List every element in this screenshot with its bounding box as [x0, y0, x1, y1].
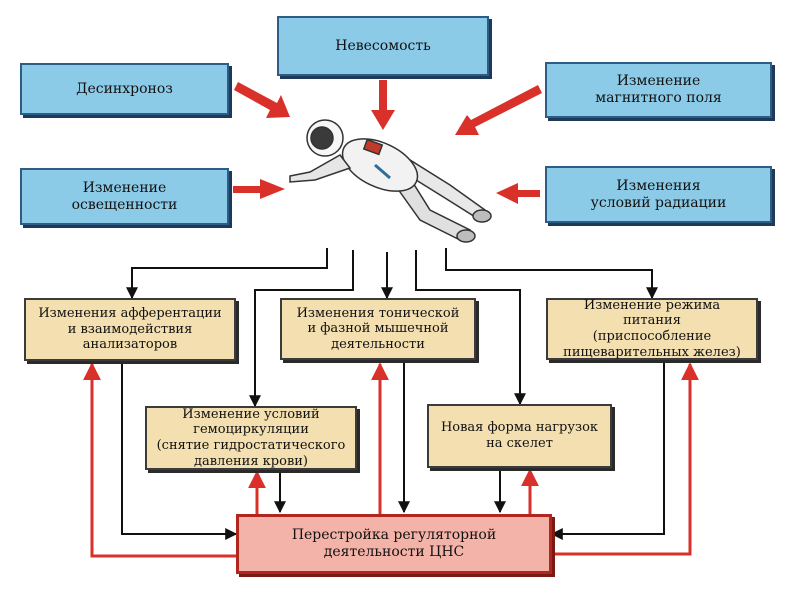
feedback-lines — [83, 362, 699, 558]
factor-magnetic-field: Изменение магнитного поля — [545, 62, 772, 118]
effect-nutrition: Изменение режима питания (приспособление… — [546, 298, 758, 360]
effect-skeletal-load: Новая форма нагрузок на скелет — [427, 404, 612, 468]
cns-restructuring-box: Перестройка регуляторной деятельности ЦН… — [236, 514, 552, 574]
effect-to-cns-lines — [121, 360, 665, 540]
factor-arrows — [233, 80, 542, 204]
factor-weightlessness: Невесомость — [277, 16, 489, 76]
factor-radiation: Изменения условий радиации — [545, 166, 772, 223]
arrow-radiation — [496, 183, 540, 204]
arrow-desynchronosis — [234, 82, 290, 118]
arrow-weightlessness — [371, 80, 395, 130]
arrow-illumination — [233, 179, 285, 199]
distribution-lines — [126, 248, 658, 408]
factor-desynchronosis: Десинхроноз — [20, 63, 229, 115]
factor-illumination: Изменение освещенности — [20, 168, 229, 225]
effect-muscle-activity: Изменения тонической и фазной мышечной д… — [280, 298, 476, 360]
effect-afferentation: Изменения афферентации и взаимодействия … — [24, 298, 236, 361]
arrow-magnetic-field — [455, 85, 542, 135]
effect-hemocirculation: Изменение условий гемоциркуляции (снятие… — [145, 406, 357, 470]
astronaut-illustration — [289, 119, 492, 243]
